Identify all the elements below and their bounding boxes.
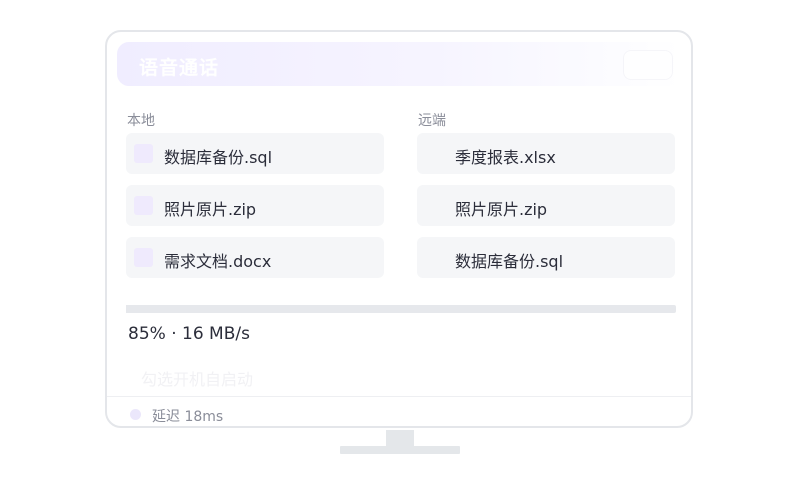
remote-file-item[interactable]: 数据库备份.sql xyxy=(417,237,675,278)
latency-text: 延迟 18ms xyxy=(152,409,224,425)
file-name: 季度报表.xlsx xyxy=(455,148,556,167)
file-name: 数据库备份.sql xyxy=(455,252,564,271)
remote-file-item[interactable]: 照片原片.zip xyxy=(417,185,675,226)
file-name: 需求文档.docx xyxy=(164,252,272,271)
call-title: 语音通话 xyxy=(139,57,220,79)
remote-file-item[interactable]: 季度报表.xlsx xyxy=(417,133,675,174)
file-icon xyxy=(134,196,153,215)
transfer-status: 85% · 16 MB/s xyxy=(128,324,250,344)
file-icon xyxy=(134,248,153,267)
remote-label: 远端 xyxy=(418,113,446,129)
titlebar-control[interactable] xyxy=(623,50,673,80)
local-file-item[interactable]: 照片原片.zip xyxy=(126,185,384,226)
file-name: 照片原片.zip xyxy=(164,200,257,219)
transfer-progress-bar xyxy=(126,305,676,313)
file-name: 照片原片.zip xyxy=(455,200,548,219)
monitor-stand xyxy=(340,446,460,454)
status-dot-icon xyxy=(130,409,141,420)
monitor-screen: 语音通话 本地 远端 数据库备份.sql 照片原片.zip 需求文档.docx … xyxy=(105,30,693,428)
local-file-item[interactable]: 数据库备份.sql xyxy=(126,133,384,174)
file-icon xyxy=(134,144,153,163)
transfer-progress-fill xyxy=(126,305,594,313)
title-bar: 语音通话 xyxy=(117,42,681,86)
monitor-neck xyxy=(386,430,414,446)
local-label: 本地 xyxy=(127,113,155,129)
local-file-item[interactable]: 需求文档.docx xyxy=(126,237,384,278)
footer-divider xyxy=(107,396,691,397)
autostart-checkbox[interactable]: 勾选开机自启动 xyxy=(141,370,254,389)
file-name: 数据库备份.sql xyxy=(164,148,273,167)
